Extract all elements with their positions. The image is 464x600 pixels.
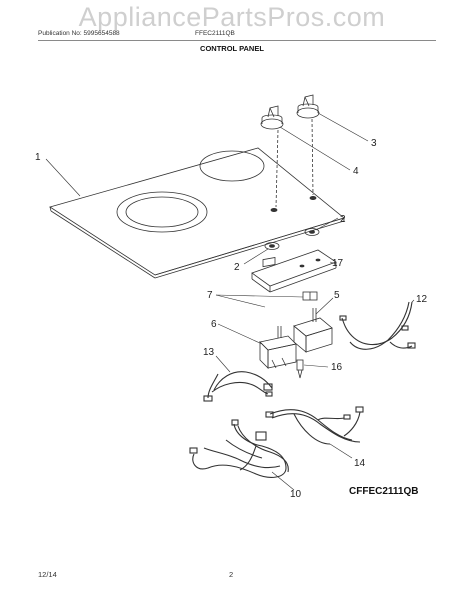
knob-right-leader <box>311 118 314 196</box>
callout-6: 6 <box>211 319 217 330</box>
leader-3 <box>317 112 369 142</box>
burner-ring-small <box>199 150 265 182</box>
leader-2b <box>243 248 269 265</box>
callout-numbers: 1 2 2 3 4 5 6 7 10 12 13 14 16 17 <box>35 138 428 500</box>
callout-12: 12 <box>416 294 428 305</box>
grommet-left <box>264 242 280 250</box>
leader-7b <box>215 294 304 298</box>
knob-mount-holes <box>270 195 317 212</box>
header-divider <box>38 40 436 41</box>
callout-leaders <box>45 112 415 491</box>
footer-date: 12/14 <box>38 570 57 579</box>
leader-10 <box>271 471 295 491</box>
callout-4: 4 <box>353 166 359 177</box>
wire-harness-10 <box>189 419 289 478</box>
callout-17: 17 <box>332 258 344 269</box>
callout-2-grommet-left: 2 <box>234 262 240 273</box>
indicator-light <box>296 359 304 379</box>
label-tag-left <box>262 257 276 268</box>
infinite-switch <box>259 326 297 369</box>
control-knob-right <box>296 94 320 119</box>
wire-harness-12 <box>339 301 416 350</box>
cooktop-glass-panel <box>49 147 345 279</box>
publication-number: Publication No: 5995654588 <box>38 30 120 37</box>
leader-2a <box>315 217 339 231</box>
leader-17 <box>329 261 337 265</box>
grommet-right <box>304 228 320 236</box>
leader-14 <box>329 443 353 459</box>
callout-7: 7 <box>207 290 213 301</box>
wire-harness-13 <box>203 371 273 402</box>
footer-page-number: 2 <box>229 570 234 579</box>
callout-5: 5 <box>334 290 340 301</box>
callout-16: 16 <box>331 362 343 373</box>
callout-3: 3 <box>371 138 377 149</box>
model-number: FFEC2111QB <box>195 30 235 37</box>
wire-harness-14 <box>265 406 364 445</box>
leader-5 <box>315 297 334 315</box>
control-knob-left <box>260 105 284 130</box>
label-tag-right <box>302 291 318 301</box>
burner-ring-large <box>116 191 208 233</box>
leader-6 <box>217 323 263 345</box>
leader-7a <box>215 294 266 308</box>
leader-4 <box>279 126 351 171</box>
leader-1 <box>45 158 81 197</box>
leader-16 <box>303 364 329 368</box>
callout-10: 10 <box>290 489 302 500</box>
control-bracket <box>251 249 337 293</box>
dual-switch <box>293 308 333 353</box>
callout-2-grommet-right: 2 <box>340 214 346 225</box>
callout-13: 13 <box>203 347 215 358</box>
section-title: CONTROL PANEL <box>200 44 264 53</box>
leader-12 <box>411 299 415 303</box>
knob-left-leader <box>275 129 279 208</box>
leader-13 <box>215 355 231 373</box>
callout-14: 14 <box>354 458 366 469</box>
diagram-model-code: CFFEC2111QB <box>349 486 419 497</box>
watermark-logo: AppliancePartsPros.com <box>78 2 386 32</box>
callout-1: 1 <box>35 152 41 163</box>
